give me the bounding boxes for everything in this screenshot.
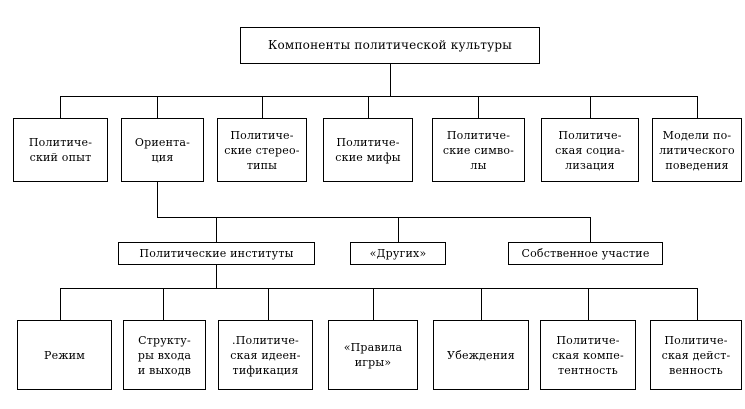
connector-level2-drop-3 <box>262 96 263 118</box>
node-l2-7-label: Модели по- литического поведения <box>659 128 735 172</box>
connector-level2-drop-2 <box>157 96 158 118</box>
connector-level2-drop-1 <box>60 96 61 118</box>
node-l4-5: Убеждения <box>433 320 529 390</box>
connector-level4-drop-1 <box>60 288 61 320</box>
node-l2-6-label: Политиче- ская социа- лизация <box>555 128 625 172</box>
node-l2-1: Политиче- ский опыт <box>13 118 108 182</box>
connector-level3-drop-2 <box>398 217 399 242</box>
node-l4-6: Политиче- ская компе- тентность <box>540 320 636 390</box>
connector-level2-bus <box>60 96 698 97</box>
connector-level4-drop-5 <box>481 288 482 320</box>
connector-orientation-stem <box>157 182 158 218</box>
connector-level4-drop-6 <box>588 288 589 320</box>
connector-level4-drop-3 <box>268 288 269 320</box>
node-l2-2-label: Ориента- ция <box>134 136 191 164</box>
node-l3-1: Политические институты <box>118 242 315 265</box>
connector-level4-drop-2 <box>163 288 164 320</box>
node-l4-3-label: .Политиче- ская идеен- тификация <box>230 333 301 377</box>
node-l2-3: Политиче- ские стерео- типы <box>217 118 307 182</box>
connector-level2-drop-4 <box>368 96 369 118</box>
connector-level2-drop-6 <box>590 96 591 118</box>
node-l2-6: Политиче- ская социа- лизация <box>541 118 639 182</box>
node-l2-3-label: Политиче- ские стерео- типы <box>224 128 300 172</box>
connector-level4-bus <box>60 288 698 289</box>
connector-institutions-stem <box>216 265 217 289</box>
node-l3-2: «Других» <box>350 242 446 265</box>
node-l4-5-label: Убеждения <box>447 348 515 362</box>
node-l3-1-label: Политические институты <box>139 247 294 260</box>
node-l4-4: «Правила игры» <box>328 320 418 390</box>
connector-level3-bus <box>157 217 591 218</box>
node-l4-7-label: Политиче- ская дейст- венность <box>661 333 731 377</box>
node-l4-2-label: Структу- ры входа и выходв <box>137 333 192 377</box>
node-l4-4-label: «Правила игры» <box>343 341 403 369</box>
node-l4-1-label: Режим <box>44 348 85 362</box>
node-l2-5-label: Политиче- ские симво- лы <box>442 128 515 172</box>
connector-level2-drop-5 <box>478 96 479 118</box>
node-l2-7: Модели по- литического поведения <box>652 118 742 182</box>
node-l4-6-label: Политиче- ская компе- тентность <box>552 333 624 377</box>
connector-level4-drop-4 <box>373 288 374 320</box>
node-root: Компоненты политической культуры <box>240 27 540 64</box>
connector-level4-drop-7 <box>697 288 698 320</box>
node-l3-3-label: Собственное участие <box>521 247 650 260</box>
node-l4-3: .Политиче- ская идеен- тификация <box>218 320 313 390</box>
node-l4-1: Режим <box>17 320 112 390</box>
node-l2-1-label: Политиче- ский опыт <box>28 136 93 164</box>
node-l4-7: Политиче- ская дейст- венность <box>650 320 742 390</box>
connector-root-stem <box>390 64 391 96</box>
connector-level2-drop-7 <box>697 96 698 118</box>
node-l2-5: Политиче- ские симво- лы <box>432 118 525 182</box>
node-root-label: Компоненты политической культуры <box>268 38 512 52</box>
node-l2-4: Политиче- ские мифы <box>323 118 413 182</box>
node-l3-2-label: «Других» <box>369 247 427 260</box>
node-l3-3: Собственное участие <box>508 242 663 265</box>
node-l4-2: Структу- ры входа и выходв <box>123 320 206 390</box>
node-l2-4-label: Политиче- ские мифы <box>335 136 401 164</box>
connector-level3-drop-3 <box>590 217 591 242</box>
node-l2-2: Ориента- ция <box>121 118 204 182</box>
connector-level3-drop-1 <box>216 217 217 242</box>
